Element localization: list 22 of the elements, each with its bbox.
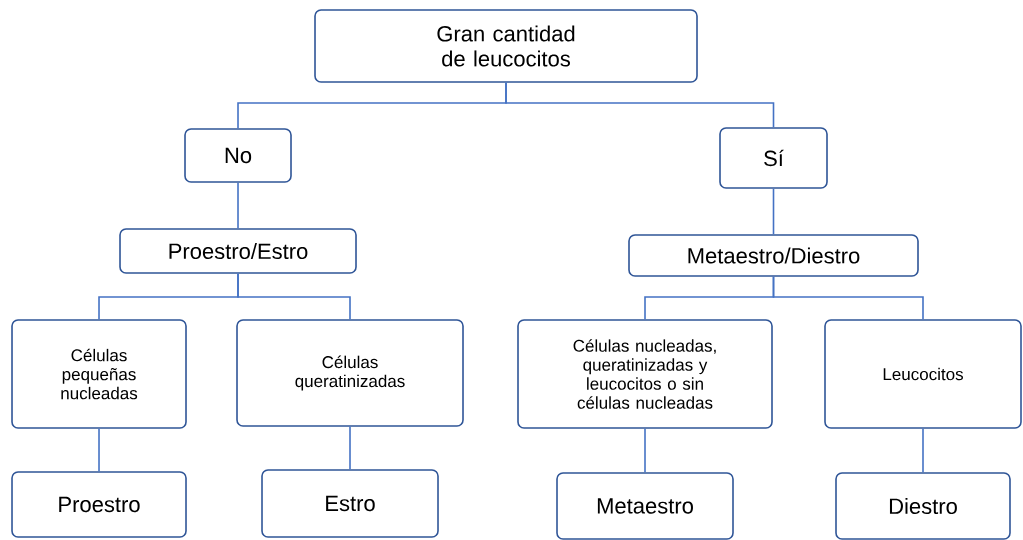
process-box: Sí (719, 127, 828, 189)
process-box: Células pequeñas nucleadas (11, 319, 187, 429)
connector-line (644, 428, 646, 473)
connector-line (349, 426, 351, 470)
process-box: No (184, 128, 292, 183)
process-box: Células queratinizadas (236, 319, 464, 427)
connector-line (505, 82, 775, 128)
process-box: Estro (261, 469, 439, 538)
connector-line (922, 428, 924, 473)
connector-line (237, 273, 351, 320)
process-box: Proestro/Estro (119, 228, 357, 274)
connector-line (98, 428, 100, 472)
process-box: Diestro (835, 472, 1011, 540)
process-box: Gran cantidad de leucocitos (314, 9, 698, 83)
connector-line (772, 188, 775, 235)
process-box: Metaestro (556, 472, 734, 540)
process-box: Células nucleadas, queratinizadas y leucocitos o sin células nucleadas (517, 319, 773, 429)
process-box: Leucocitos (824, 319, 1022, 429)
connector-line (237, 182, 239, 229)
process-box: Proestro (11, 471, 187, 538)
process-box: Metaestro/Diestro (628, 234, 919, 277)
connector-line (772, 276, 924, 320)
